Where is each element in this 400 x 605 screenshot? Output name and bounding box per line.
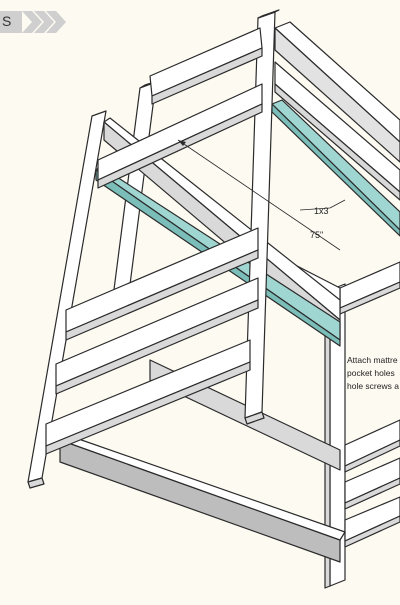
right-lower-rail-2 [344,457,400,504]
bottom-long-rail [59,439,341,563]
step-header-label: S [2,13,12,29]
chevron-arrows-icon [0,11,66,33]
right-lower-rail-3 [344,496,400,542]
step-header: S [0,11,70,35]
dimension-line [177,139,341,251]
annotation-line-2: pocket holes [347,368,395,378]
annotation-line-1: Attach mattre [347,355,398,365]
instruction-annotation: Attach mattre pocket holes hole screws a [347,354,400,393]
right-lower-rail-1 [344,419,400,467]
length-label: 75" [310,230,323,240]
board-size-label: 1x3 [314,206,329,216]
annotation-line-3: hole screws a [347,381,399,391]
upper-long-rail-2 [274,61,400,193]
